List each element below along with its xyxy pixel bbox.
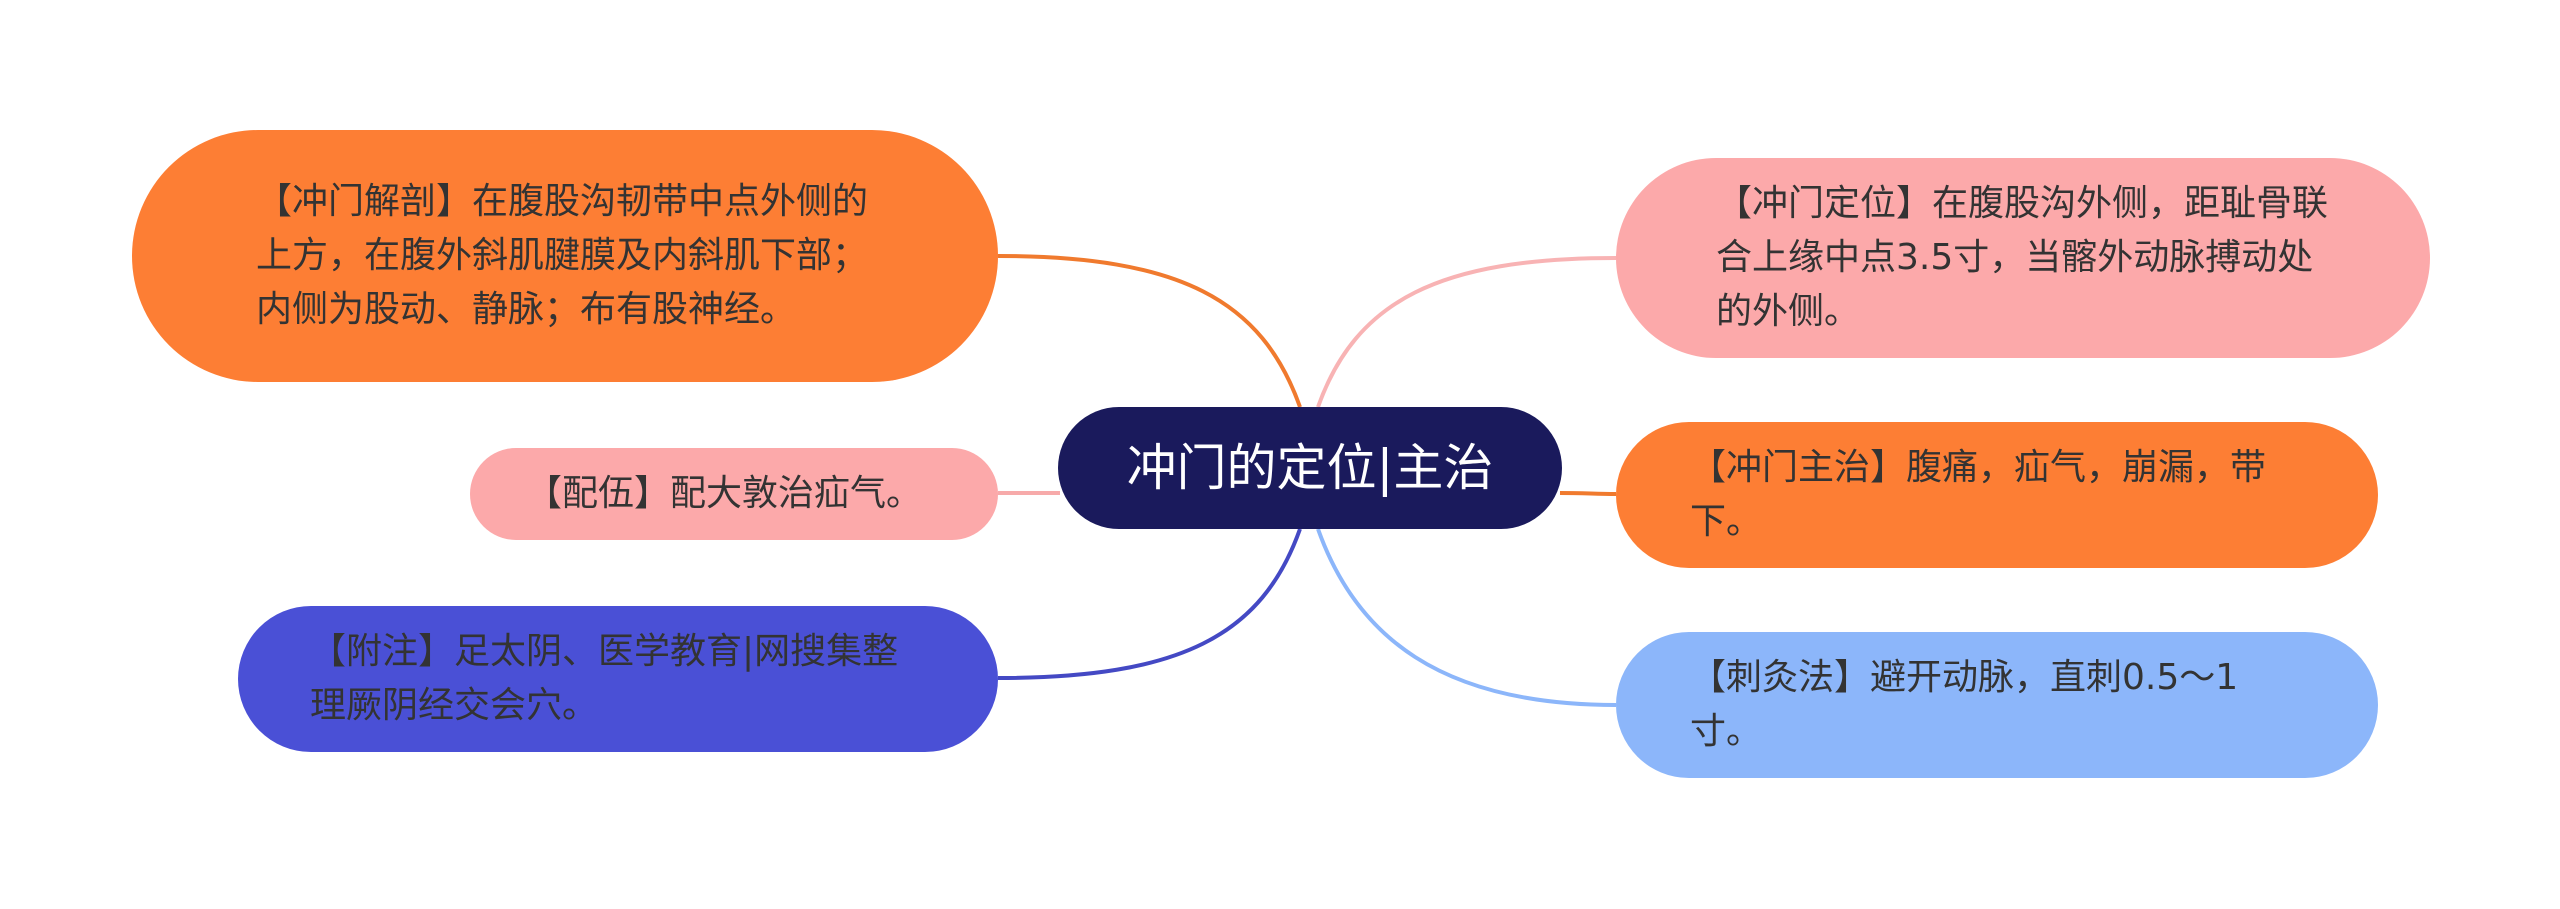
branch-note-text: 【附注】足太阴、医学教育|网搜集整理厥阴经交会穴。	[310, 631, 899, 726]
branch-pairing-text: 【配伍】配大敦治疝气。	[526, 473, 923, 514]
branch-indication-text: 【冲门主治】腹痛，疝气，崩漏，带下。	[1690, 447, 2267, 542]
branch-location-text: 【冲门定位】在腹股沟外侧，距耻骨联合上缘中点3.5寸，当髂外动脉搏动处的外侧。	[1716, 183, 2329, 332]
central-topic-label: 冲门的定位|主治	[1126, 439, 1494, 497]
connector-anatomy	[997, 254, 1302, 408]
branch-location[interactable]: 【冲门定位】在腹股沟外侧，距耻骨联合上缘中点3.5寸，当髂外动脉搏动处的外侧。	[1616, 158, 2430, 358]
branch-anatomy-text: 【冲门解剖】在腹股沟韧带中点外侧的上方，在腹外斜肌腱膜及内斜肌下部；内侧为股动、…	[256, 181, 869, 330]
branch-pairing[interactable]: 【配伍】配大敦治疝气。	[470, 448, 998, 540]
connector-note	[997, 528, 1302, 680]
connector-indication	[1559, 491, 1617, 496]
branch-anatomy[interactable]: 【冲门解剖】在腹股沟韧带中点外侧的上方，在腹外斜肌腱膜及内斜肌下部；内侧为股动、…	[132, 130, 998, 382]
branch-needling-text: 【刺灸法】避开动脉，直刺0.5～1寸。	[1690, 657, 2239, 752]
connector-needling	[1316, 528, 1617, 707]
central-topic[interactable]: 冲门的定位|主治	[1058, 407, 1562, 529]
branch-needling[interactable]: 【刺灸法】避开动脉，直刺0.5～1寸。	[1616, 632, 2378, 778]
connector-location	[1316, 256, 1617, 408]
branch-note[interactable]: 【附注】足太阴、医学教育|网搜集整理厥阴经交会穴。	[238, 606, 998, 752]
branch-indication[interactable]: 【冲门主治】腹痛，疝气，崩漏，带下。	[1616, 422, 2378, 568]
